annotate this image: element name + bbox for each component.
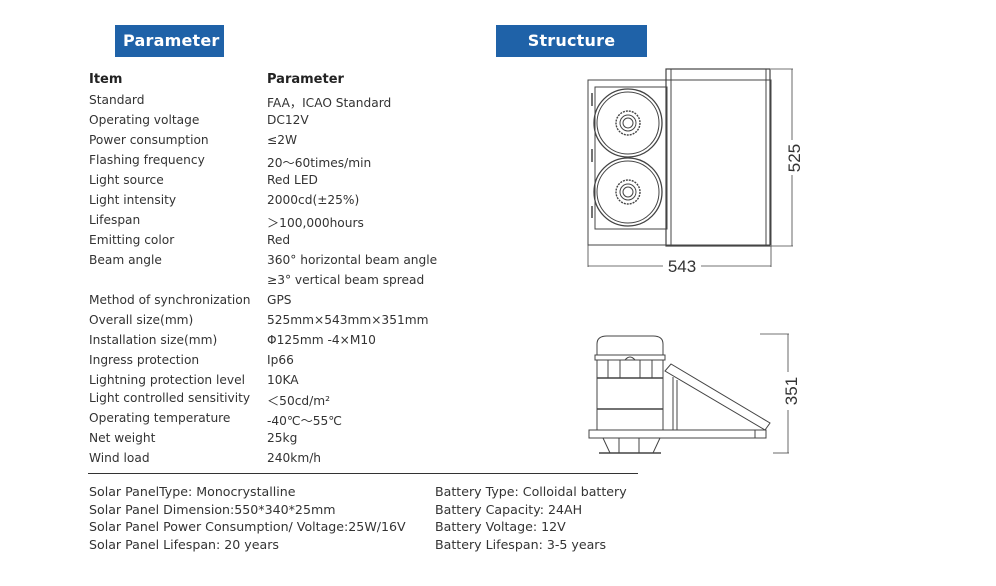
row-parameter-value: 20～60times/min — [267, 156, 372, 170]
row-parameter-value: GPS — [267, 293, 292, 307]
row-parameter-value: 360° horizontal beam angle — [267, 253, 438, 267]
side-view-drawing: 351 — [588, 333, 801, 454]
solar-panel — [664, 363, 771, 431]
row-item-label: Ingress protection — [89, 353, 200, 367]
solar-panel-notes: Solar PanelType: Monocrystalline Solar P… — [89, 483, 406, 553]
row-parameter-value: Red — [267, 233, 291, 247]
dimension-width — [587, 245, 772, 267]
divider-line — [88, 473, 638, 474]
row-parameter-value: 25kg — [267, 431, 298, 445]
row-parameter-value: Φ125mm -4×M10 — [267, 333, 376, 347]
row-parameter-value: ＜50cd/m² — [267, 394, 330, 408]
light-head-top — [593, 88, 663, 158]
solar-note: Solar Panel Lifespan: 20 years — [89, 536, 279, 552]
light-body — [596, 356, 664, 431]
header-item: Item — [89, 72, 123, 87]
width-dimension-label: 543 — [668, 257, 696, 276]
top-view-body — [587, 68, 772, 247]
light-head-bottom — [593, 157, 663, 227]
row-item-label: Light controlled sensitivity — [89, 391, 251, 405]
row-item-label: Lightning protection level — [89, 373, 245, 387]
battery-note: Battery Type: Colloidal battery — [435, 484, 627, 499]
row-parameter-value: ≥3° vertical beam spread — [267, 273, 425, 287]
battery-note: Battery Lifespan: 3-5 years — [435, 536, 607, 552]
battery-notes: Battery Type: Colloidal battery Battery … — [435, 483, 627, 553]
row-item-label: Operating voltage — [89, 113, 200, 127]
row-item-label: Operating temperature — [89, 411, 231, 425]
row-parameter-value: FAA，ICAO Standard — [267, 96, 392, 110]
dimension-height — [771, 68, 793, 247]
row-parameter-value: 240km/h — [267, 451, 322, 465]
solar-note: Solar Panel Dimension:550*340*25mm — [89, 501, 336, 517]
row-parameter-value: Red LED — [267, 173, 318, 187]
row-parameter-value: DC12V — [267, 113, 309, 127]
row-item-label: Light intensity — [89, 193, 177, 207]
row-parameter-value: ＞100,000hours — [267, 216, 364, 230]
battery-note: Battery Capacity: 24AH — [435, 501, 583, 517]
row-item-label: Emitting color — [89, 233, 175, 247]
row-item-label: Installation size(mm) — [89, 333, 218, 347]
light-dome — [594, 335, 666, 361]
row-item-label: Flashing frequency — [89, 153, 205, 167]
row-item-label: Wind load — [89, 451, 150, 465]
row-parameter-value: 525mm×543mm×351mm — [267, 313, 429, 327]
solar-note: Solar PanelType: Monocrystalline — [89, 484, 296, 499]
structure-chart-section-title: Structure chart — [496, 25, 647, 82]
row-item-label: Method of synchronization — [89, 293, 251, 307]
row-item-label: Light source — [89, 173, 164, 187]
row-parameter-value: -40℃～55℃ — [267, 414, 342, 428]
mounting-base — [588, 429, 767, 454]
row-item-label: Standard — [89, 93, 145, 107]
row-item-label: Beam angle — [89, 253, 162, 267]
row-parameter-value: 2000cd(±25%) — [267, 193, 360, 207]
row-item-label: Overall size(mm) — [89, 313, 194, 327]
side-height-dimension-label: 351 — [782, 377, 801, 405]
height-dimension-label: 525 — [785, 144, 804, 172]
row-item-label: Net weight — [89, 431, 156, 445]
solar-note: Solar Panel Power Consumption/ Voltage:2… — [89, 519, 406, 535]
top-view-drawing: 525 543 — [587, 68, 804, 276]
row-parameter-value: ≤2W — [267, 133, 298, 147]
row-item-label: Lifespan — [89, 213, 141, 227]
parameter-section-title: Parameter — [115, 25, 224, 57]
header-parameter: Parameter — [267, 72, 344, 87]
dimension-side-height — [760, 333, 789, 454]
row-item-label: Power consumption — [89, 133, 209, 147]
row-parameter-value: Ip66 — [267, 353, 294, 367]
row-parameter-value: 10KA — [267, 373, 299, 387]
battery-note: Battery Voltage: 12V — [435, 519, 566, 535]
